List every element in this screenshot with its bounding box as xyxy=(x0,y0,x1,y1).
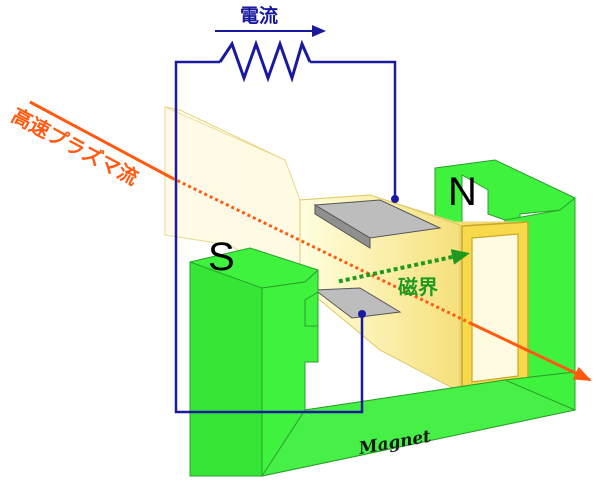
plasma-channel xyxy=(164,106,529,393)
pole-north-label: N xyxy=(448,170,477,214)
current-label: 電流 xyxy=(240,4,278,27)
magnet-south-block xyxy=(189,247,577,477)
electrode-contact-bottom xyxy=(358,310,366,318)
electrode-contact-top xyxy=(391,195,399,203)
pole-south-label: S xyxy=(208,235,235,279)
magnetic-field-arrow xyxy=(335,249,470,284)
electrode-top xyxy=(313,199,442,249)
electrode-bottom xyxy=(313,287,402,319)
plasma-flow-arrow xyxy=(29,100,592,382)
magnetic-field-label: 磁界 xyxy=(398,275,438,299)
plasma-flow-label: 高速プラズマ流 xyxy=(8,103,143,190)
circuit-wire xyxy=(174,39,399,414)
